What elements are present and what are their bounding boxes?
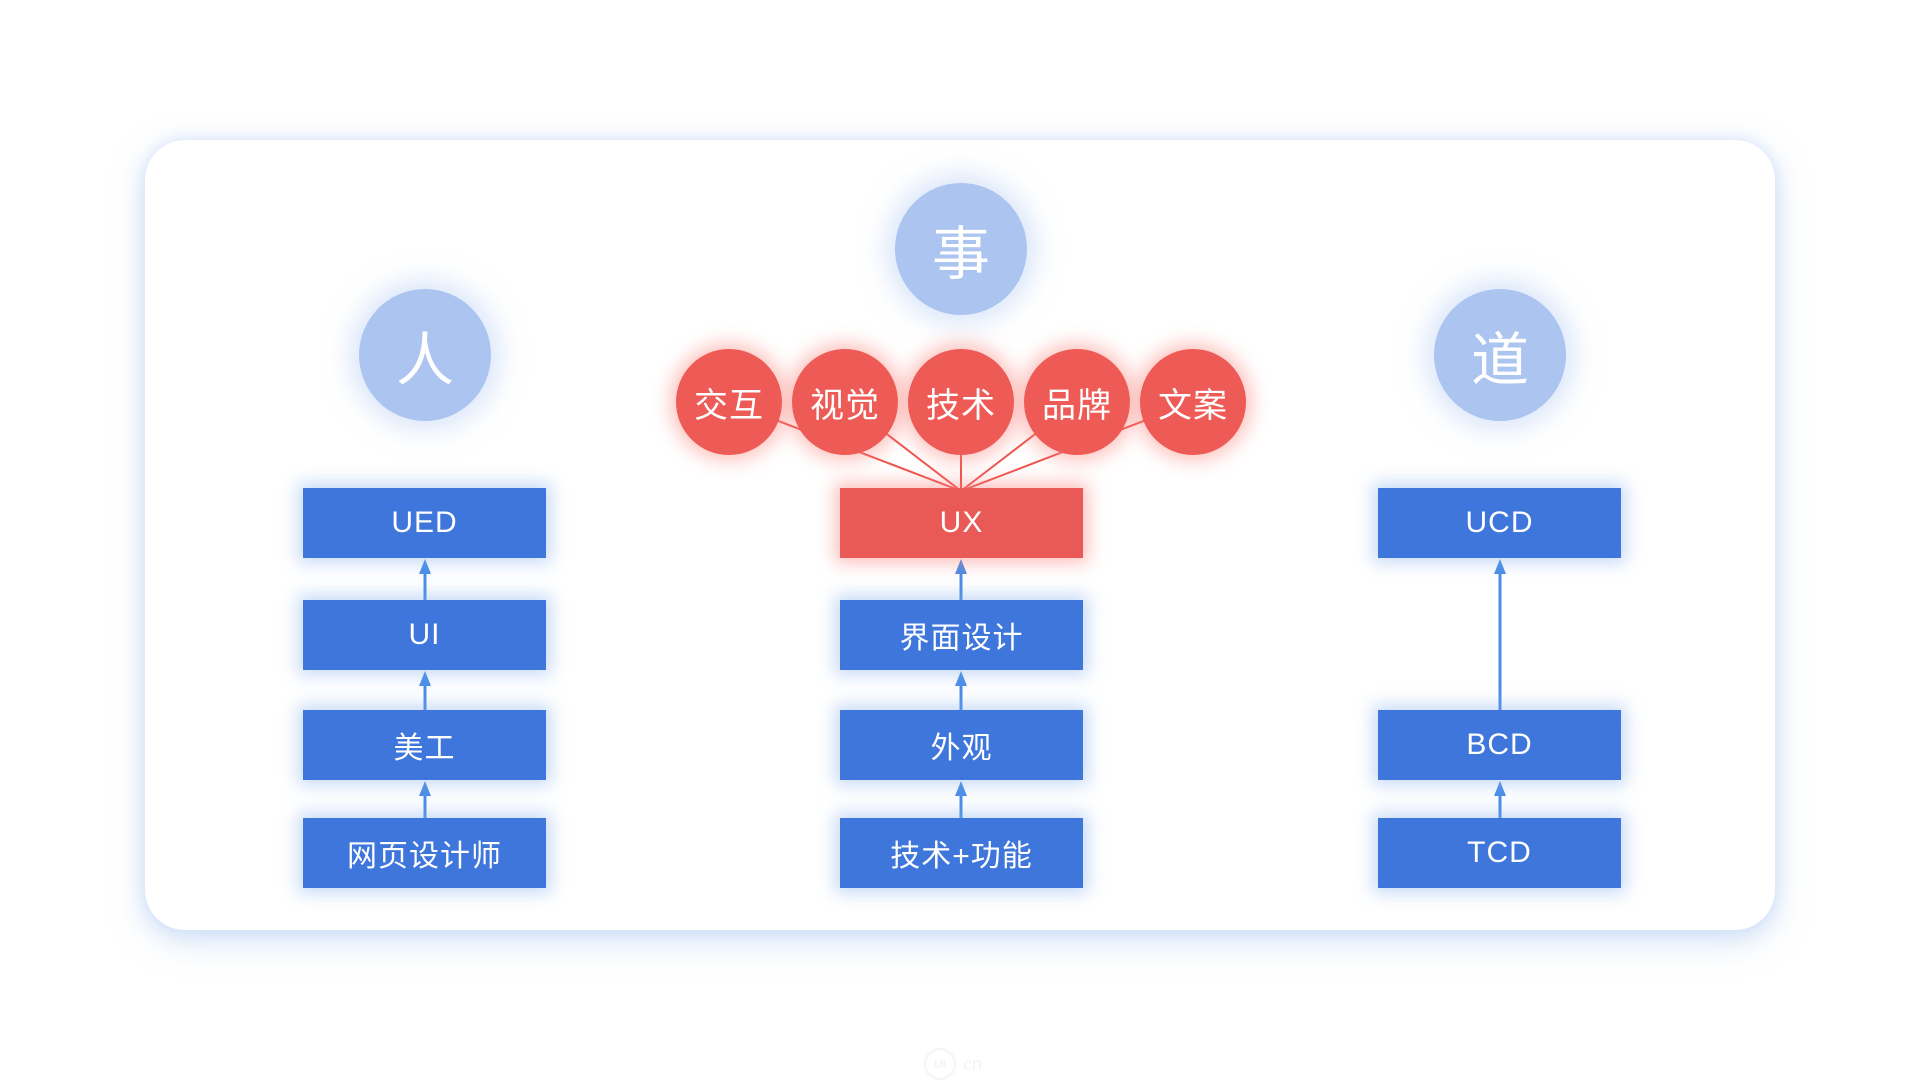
facet-circle-copywriting: 文案 xyxy=(1140,349,1246,455)
concept-circle-people: 人 xyxy=(359,289,491,421)
box-bcd: BCD xyxy=(1378,710,1621,780)
box-ued: UED xyxy=(303,488,546,558)
box-appearance: 外观 xyxy=(840,710,1083,780)
box-tcd: TCD xyxy=(1378,818,1621,888)
facet-circle-brand: 品牌 xyxy=(1024,349,1130,455)
box-art-worker: 美工 xyxy=(303,710,546,780)
concept-circle-matters: 事 xyxy=(895,183,1027,315)
box-interface-design: 界面设计 xyxy=(840,600,1083,670)
watermark: UI cn xyxy=(924,1048,982,1080)
facet-circle-visual: 视觉 xyxy=(792,349,898,455)
box-ui: UI xyxy=(303,600,546,670)
facet-circle-technology: 技术 xyxy=(908,349,1014,455)
box-ux: UX xyxy=(840,488,1083,558)
watermark-logo-icon: UI xyxy=(924,1048,956,1080)
facet-circle-interaction: 交互 xyxy=(676,349,782,455)
box-tech-function: 技术+功能 xyxy=(840,818,1083,888)
watermark-text: cn xyxy=(963,1053,983,1074)
concept-circle-way: 道 xyxy=(1434,289,1566,421)
box-web-designer: 网页设计师 xyxy=(303,818,546,888)
box-ucd: UCD xyxy=(1378,488,1621,558)
